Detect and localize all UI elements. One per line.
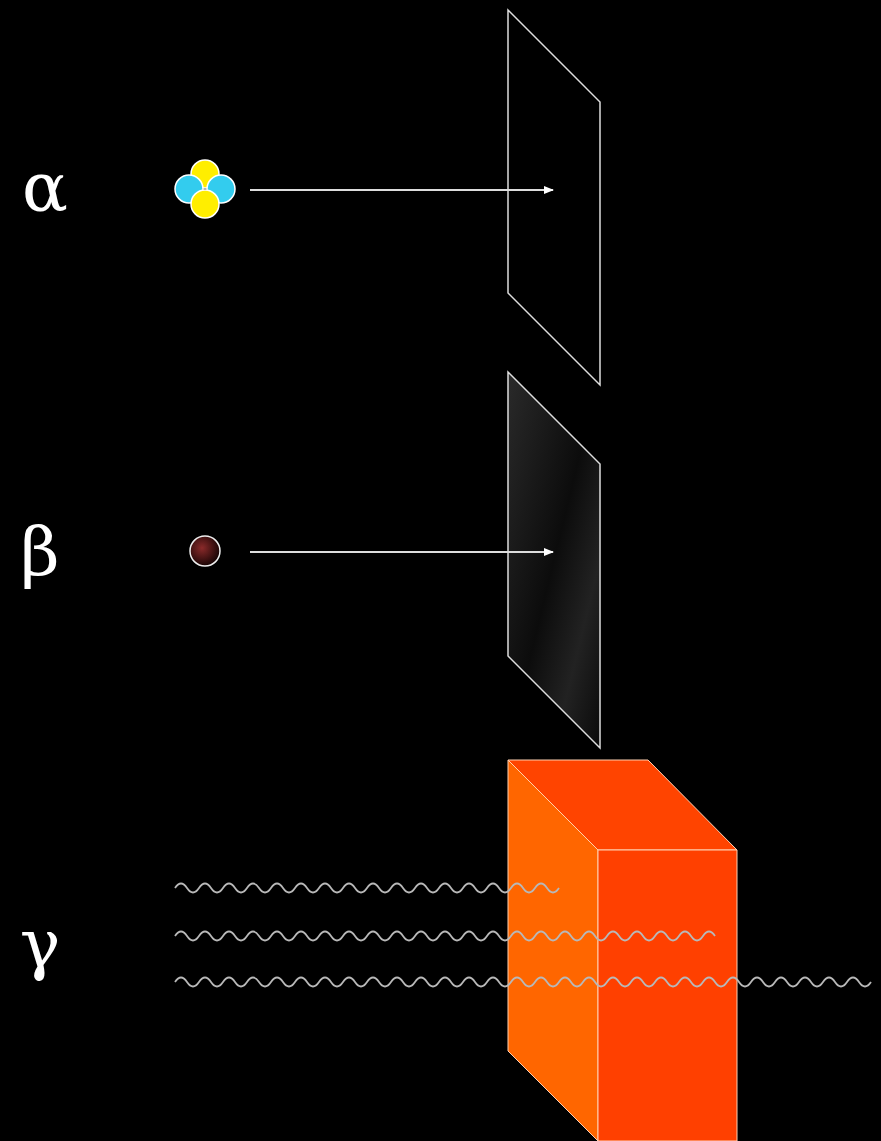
gamma-wave [175,884,559,893]
aluminium-sheet [508,372,600,748]
gamma-wave [175,978,871,987]
gamma-wave [175,932,715,941]
radiation-label: γ [20,910,61,978]
gamma-waves [175,884,871,987]
beta-particle [190,536,220,566]
paper-sheet [508,10,600,385]
lead-block [508,760,737,1141]
radiation-label: α [22,154,68,222]
beta-arrow [250,551,553,553]
alpha-particle [175,160,235,218]
radiation-label: β [20,518,59,586]
